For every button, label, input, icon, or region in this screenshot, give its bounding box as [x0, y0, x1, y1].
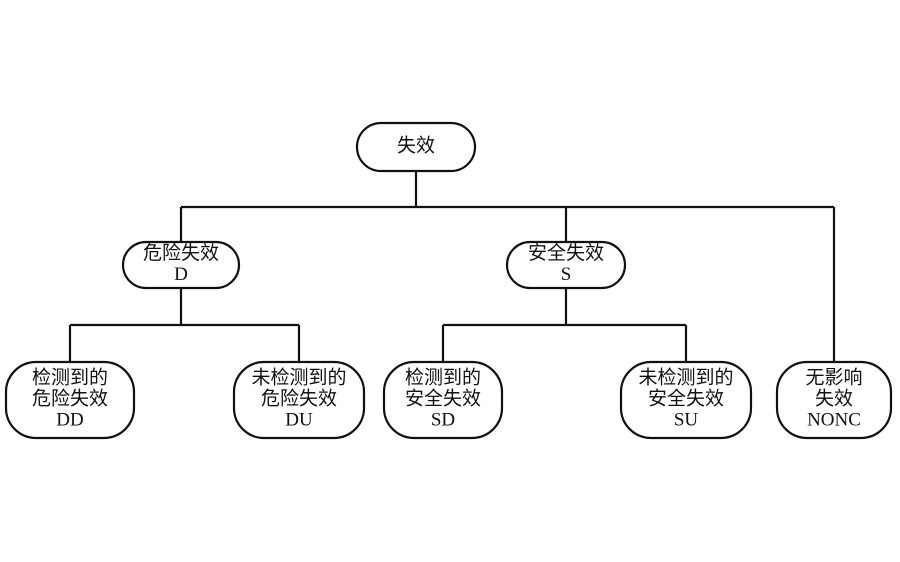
connector-layer — [68, 171, 836, 362]
node-label-detected-safe-failure-line-3: SD — [431, 409, 455, 430]
node-shape-undetected-dangerous-failure — [232, 360, 366, 440]
node-label-undetected-safe-failure-line-1: 未检测到的 — [638, 366, 733, 388]
node-label-failure-root-line-1: 失效 — [397, 134, 435, 156]
node-failure-root[interactable]: 失效 — [355, 121, 477, 173]
node-shape-detected-dangerous-failure — [4, 360, 136, 440]
node-label-no-effect-failure-line-1: 无影响 — [805, 366, 862, 388]
node-label-undetected-dangerous-failure-line-1: 未检测到的 — [251, 366, 346, 388]
node-label-undetected-dangerous-failure-line-3: DU — [285, 409, 313, 430]
node-shape-dangerous-failure — [121, 240, 241, 290]
node-label-safe-failure-line-2: S — [561, 264, 572, 285]
node-label-undetected-safe-failure-line-2: 安全失效 — [648, 387, 724, 409]
node-label-detected-dangerous-failure-line-1: 检测到的 — [32, 366, 108, 388]
node-label-detected-dangerous-failure-line-2: 危险失效 — [32, 387, 108, 409]
node-label-no-effect-failure-line-2: 失效 — [815, 387, 853, 409]
node-shape-safe-failure — [505, 240, 627, 290]
node-label-dangerous-failure-line-2: D — [174, 264, 188, 285]
node-label-detected-safe-failure-line-1: 检测到的 — [405, 366, 481, 388]
node-shape-detected-safe-failure — [382, 360, 504, 440]
node-label-detected-safe-failure-line-2: 安全失效 — [405, 387, 481, 409]
node-label-undetected-dangerous-failure-line-2: 危险失效 — [261, 387, 337, 409]
node-label-safe-failure-line-1: 安全失效 — [528, 242, 604, 264]
node-shape-no-effect-failure — [775, 360, 893, 440]
node-label-dangerous-failure-line-1: 危险失效 — [143, 242, 219, 264]
node-shape-failure-root — [355, 121, 477, 173]
node-label-undetected-safe-failure-line-3: SU — [674, 409, 699, 430]
node-label-detected-dangerous-failure-line-3: DD — [56, 409, 83, 430]
node-layer: 失效危险失效D安全失效S检测到的危险失效DD未检测到的危险失效DU检测到的安全失… — [4, 121, 893, 440]
node-label-no-effect-failure-line-3: NONC — [807, 409, 861, 430]
node-shape-undetected-safe-failure — [619, 360, 753, 440]
